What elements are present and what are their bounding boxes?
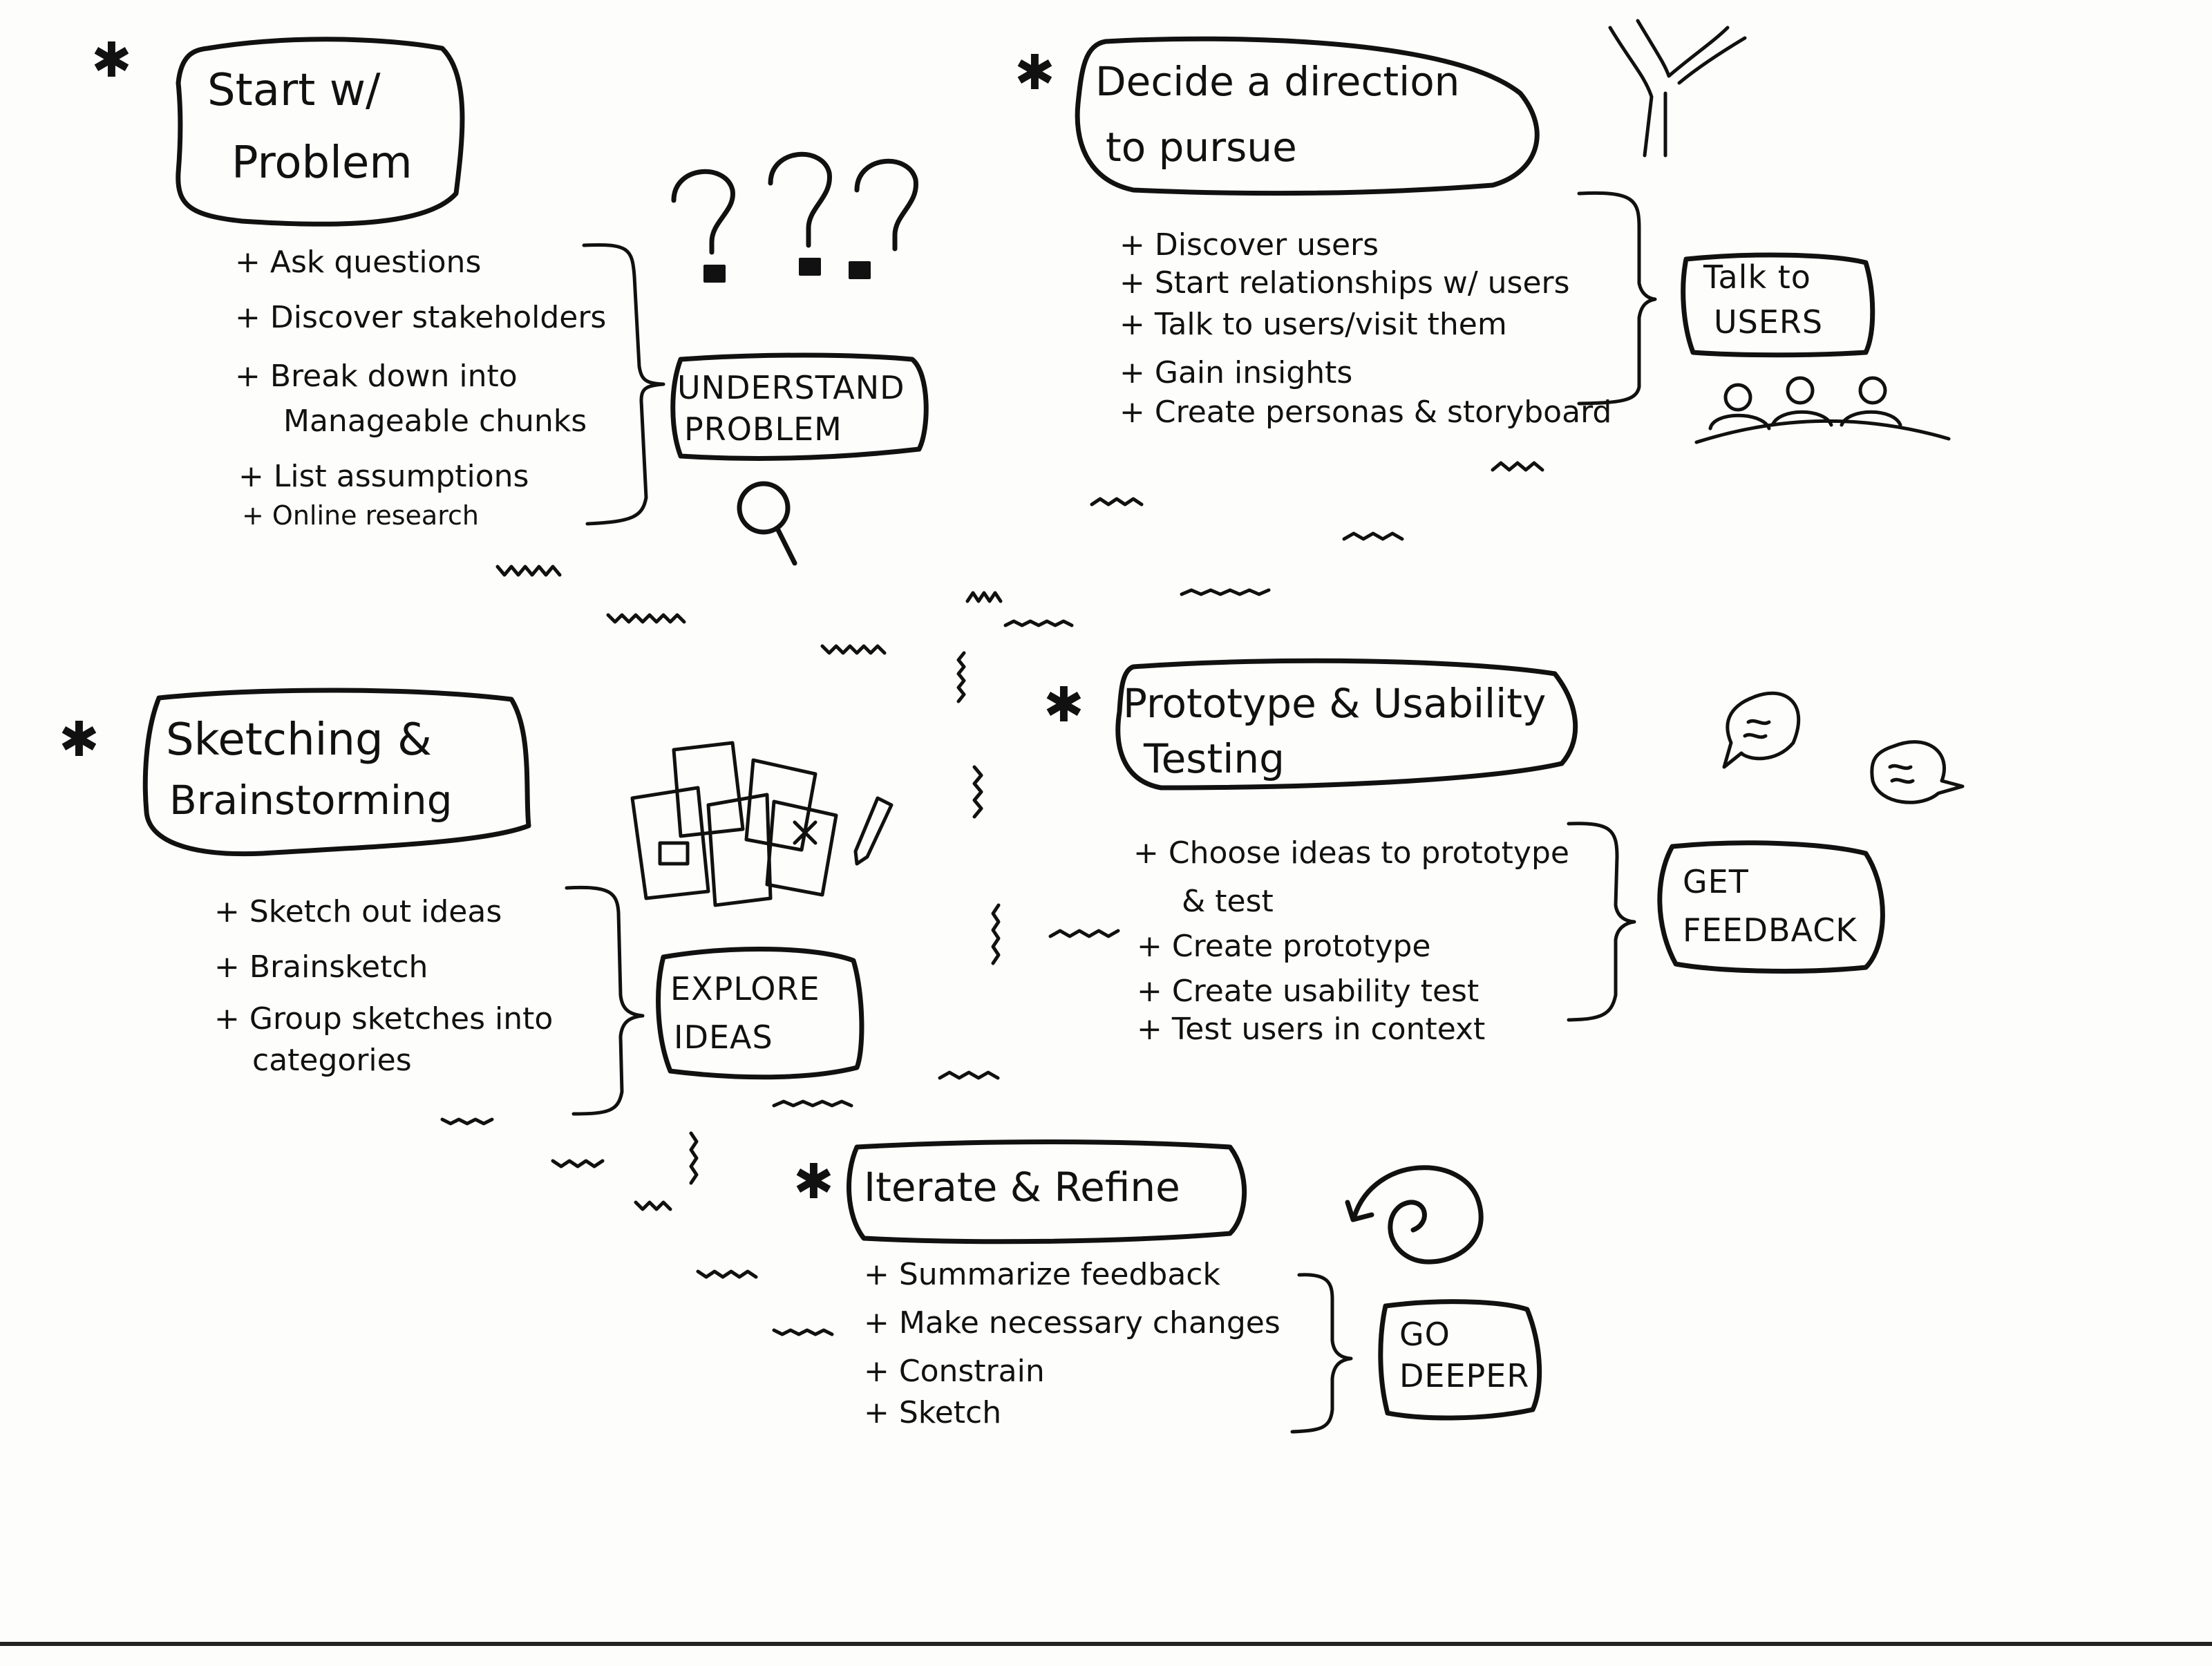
talk-users-label-line1: Talk to [1703,258,1811,296]
start-title-line2: Problem [231,138,413,189]
direction-item-2: + Start relationships w/ users [1119,265,1570,301]
prototype-title-cloud [1115,658,1578,791]
users-icon [1694,376,1951,444]
explore-label-line2: IDEAS [674,1019,773,1056]
prototype-item-2: & test [1182,884,1274,919]
prototype-item-3: + Create prototype [1137,929,1431,964]
start-title-cloud [176,37,465,227]
direction-title-cloud [1075,36,1540,196]
iterate-item-1: + Summarize feedback [864,1257,1220,1292]
get-feedback-label-line2: FEEDBACK [1683,911,1857,949]
understand-box [670,352,929,461]
sketching-title-cloud [142,688,531,857]
prototype-bracket [1567,822,1636,1022]
start-item-6: + Online research [242,500,479,531]
explore-box [656,947,864,1080]
start-item-4: Manageable chunks [283,404,587,439]
iterate-bracket [1290,1273,1353,1434]
page-edge-rule [0,1642,2212,1646]
get-feedback-label-line1: GET [1683,863,1749,900]
go-deeper-box [1378,1299,1542,1421]
sketching-item-4: categories [252,1043,412,1078]
speech-bubbles-icon [1722,691,1965,804]
fork-road-icon [1608,19,1747,158]
prototype-item-1: + Choose ideas to prototype [1133,835,1569,871]
sketching-title-line2: Brainstorming [169,777,453,824]
iterate-item-4: + Sketch [864,1395,1002,1430]
direction-item-4: + Gain insights [1119,355,1353,390]
direction-item-5: + Create personas & storyboard [1119,395,1612,430]
understand-label-line2: PROBLEM [684,410,842,448]
iterate-item-2: + Make necessary changes [864,1305,1280,1341]
direction-title-line2: to pursue [1106,124,1297,171]
talk-users-box [1681,252,1875,358]
prototype-item-5: + Test users in context [1137,1012,1486,1047]
explore-label-line1: EXPLORE [670,970,820,1007]
prototype-title-line2: Testing [1144,735,1285,782]
magnifier-icon [737,481,797,566]
understand-label-line1: UNDERSTAND [677,369,905,406]
question-marks-icon [671,151,918,283]
start-bracket [582,243,665,526]
star-marker: ✱ [1043,676,1084,733]
sketching-item-1: + Sketch out ideas [214,894,502,929]
direction-title-line1: Decide a direction [1095,58,1460,105]
prototype-title-line1: Prototype & Usability [1123,680,1547,727]
branch-lines [440,461,1544,1336]
star-marker: ✱ [91,32,132,88]
sketching-item-2: + Brainsketch [214,949,428,985]
sketching-item-3: + Group sketches into [214,1001,554,1036]
cycle-arrow-icon [1345,1165,1484,1265]
get-feedback-box [1657,840,1885,974]
start-item-1: + Ask questions [235,245,482,280]
prototype-item-4: + Create usability test [1137,974,1480,1009]
star-marker: ✱ [59,711,100,768]
sketch-cards-icon [630,741,838,907]
start-item-2: + Discover stakeholders [235,300,607,335]
start-item-3: + Break down into [235,359,518,394]
talk-users-label-line2: USERS [1714,303,1824,341]
iterate-item-3: + Constrain [864,1354,1045,1389]
pencil-icon [853,796,894,866]
go-deeper-label-line2: DEEPER [1399,1357,1530,1394]
start-item-5: + List assumptions [238,459,529,494]
start-title-line1: Start w/ [207,65,381,116]
sketching-title-line1: Sketching & [166,714,432,766]
direction-item-1: + Discover users [1119,227,1379,263]
go-deeper-label-line1: GO [1399,1316,1450,1353]
star-marker: ✱ [793,1153,834,1210]
direction-bracket [1577,191,1657,406]
star-marker: ✱ [1014,44,1055,101]
iterate-title-cloud [847,1139,1247,1244]
sketching-bracket [565,885,645,1116]
direction-item-3: + Talk to users/visit them [1119,307,1507,342]
iterate-title: Iterate & Refine [864,1164,1180,1211]
